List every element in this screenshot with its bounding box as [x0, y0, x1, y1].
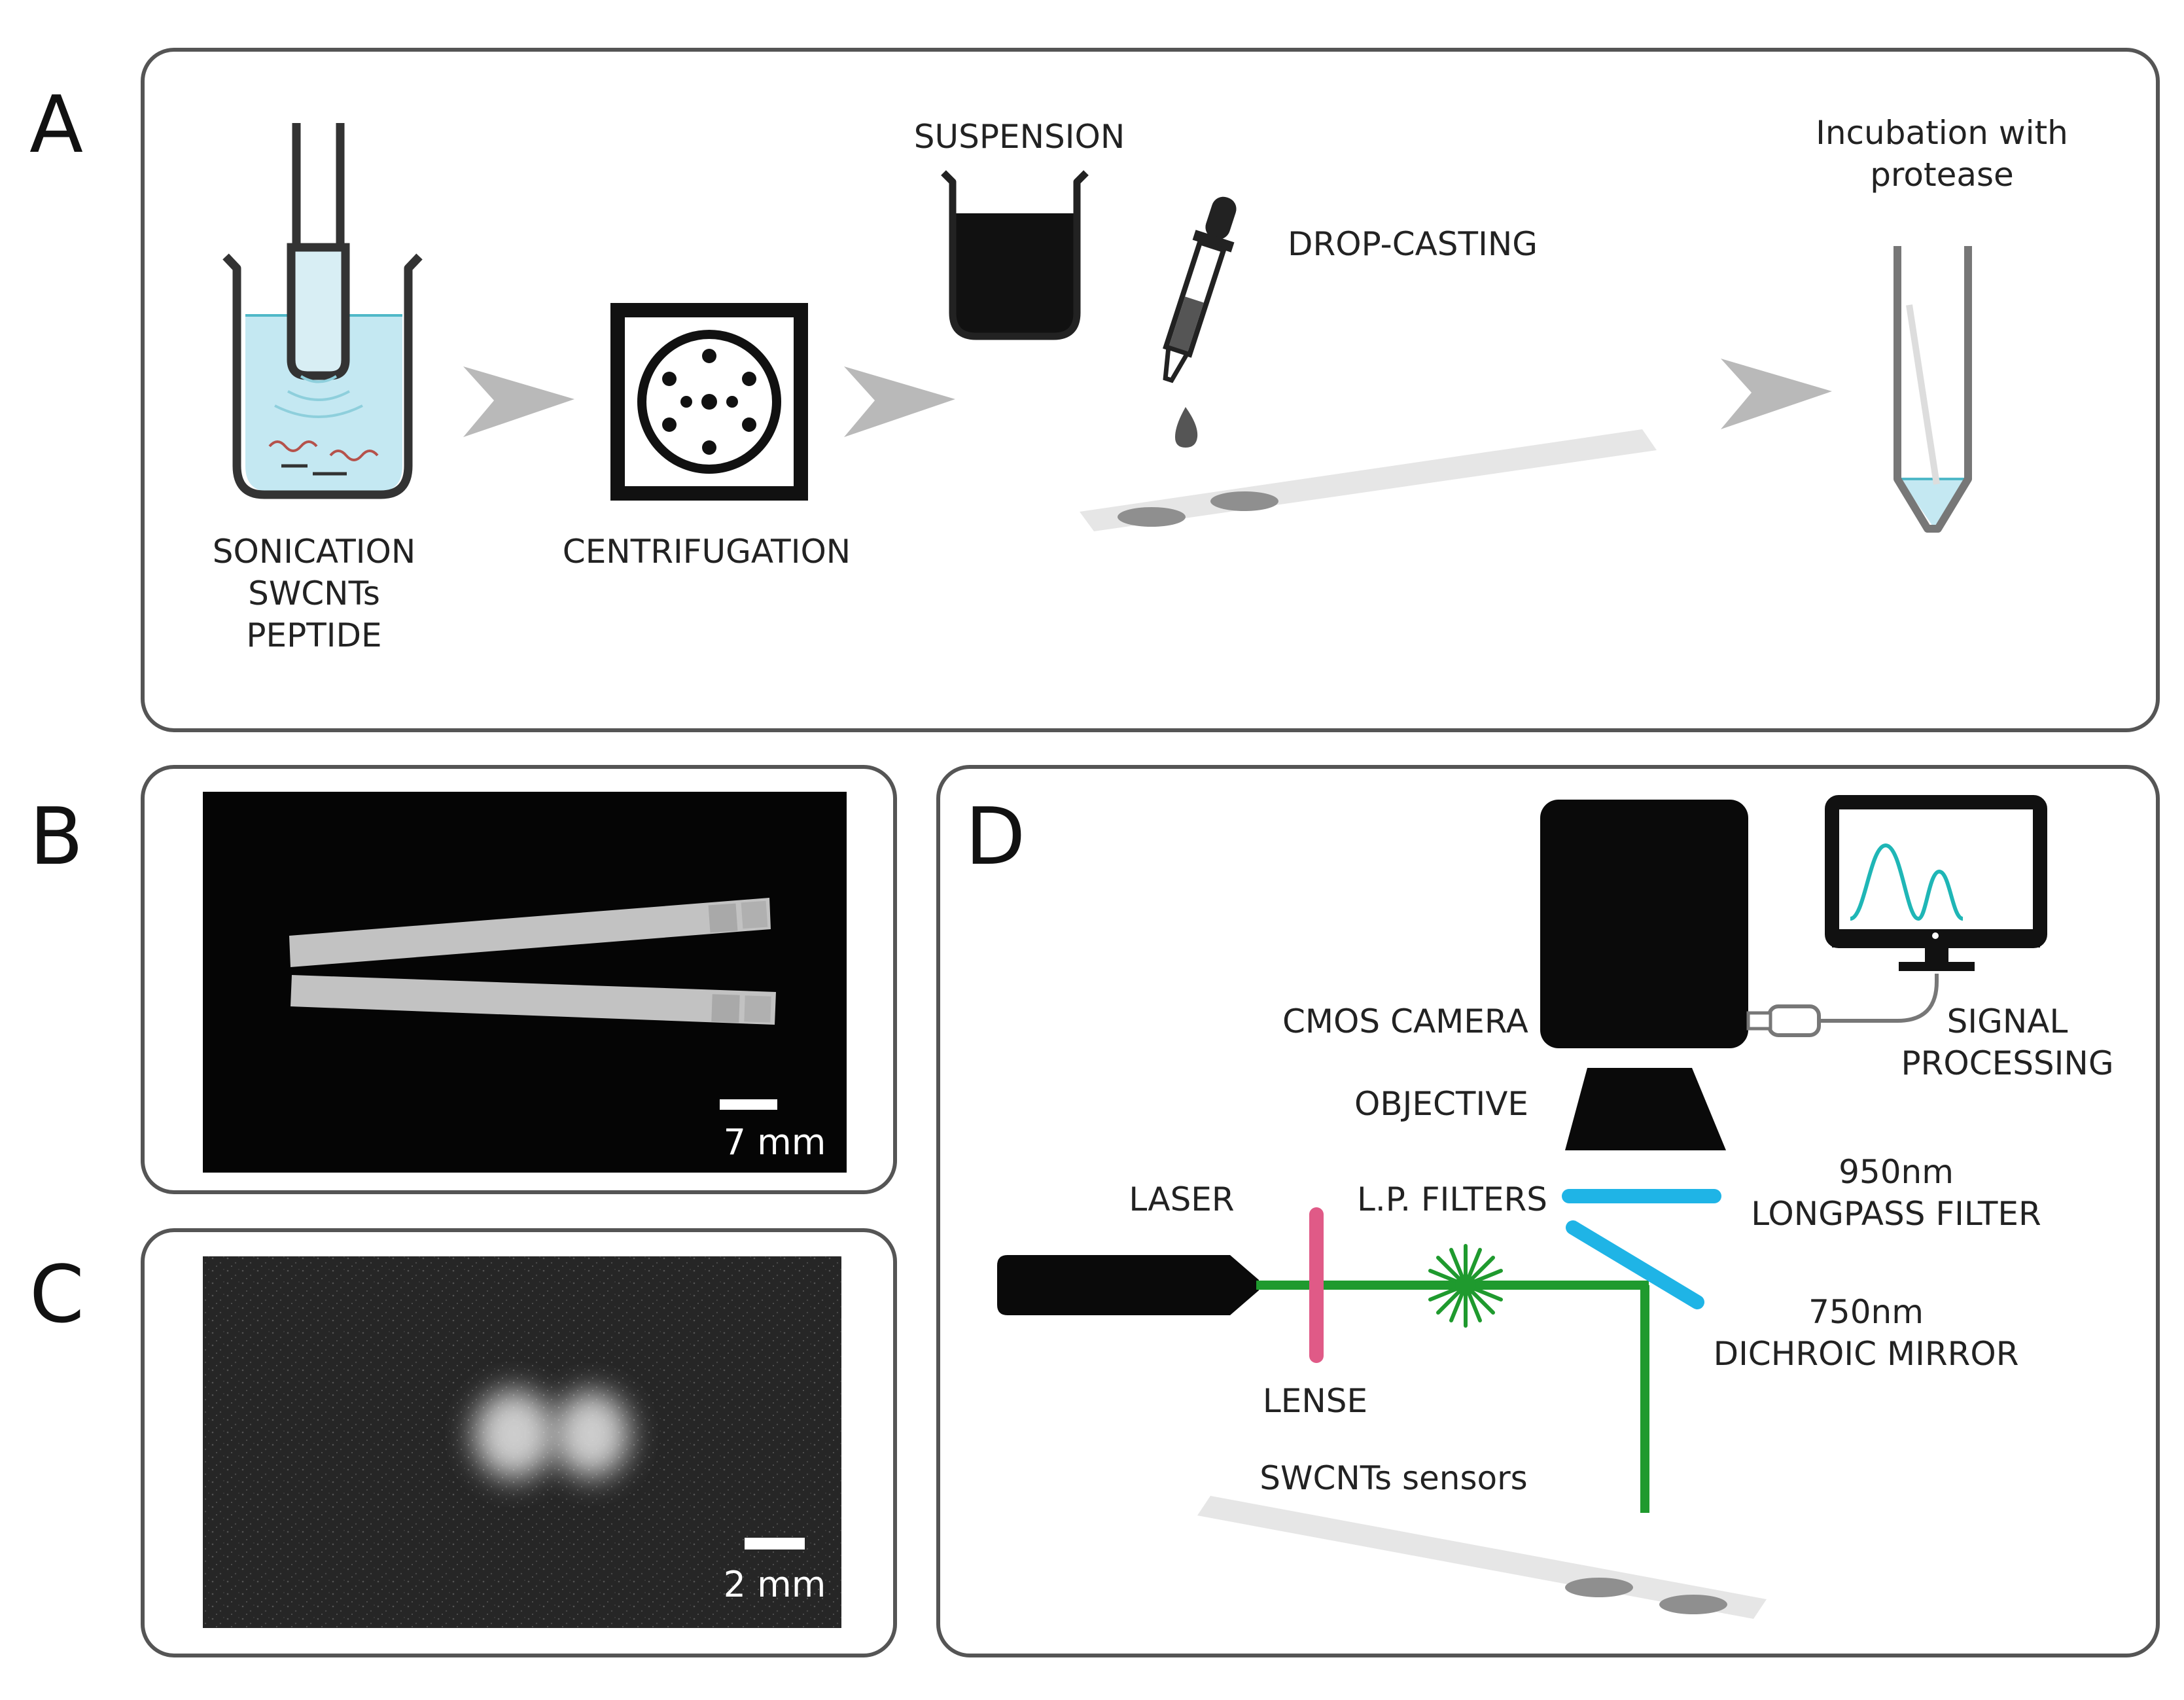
scale-label-c: 2 mm	[724, 1564, 826, 1605]
scale-bar-c	[745, 1538, 805, 1549]
panel-c-letter: C	[29, 1250, 84, 1341]
laser-label: LASER	[1129, 1180, 1234, 1218]
sonication-label-3: PEPTIDE	[246, 616, 381, 654]
incubation-label-1: Incubation with	[1816, 114, 2068, 152]
scale-bar-b	[720, 1099, 777, 1110]
panel-c: C 2 mm	[29, 1228, 897, 1657]
dichroic-label-1: 750nm	[1808, 1293, 1924, 1331]
sonication-beaker-icon	[222, 123, 423, 499]
usb-cable	[1819, 974, 1939, 1023]
panel-b: B 7 mm	[29, 765, 897, 1194]
sensors-label: SWCNTs sensors	[1259, 1459, 1527, 1497]
dropper-icon	[1163, 196, 1237, 448]
panel-d-frame	[936, 765, 2160, 1657]
longpass-label-1: 950nm	[1839, 1153, 1954, 1191]
objective-icon	[1565, 1068, 1726, 1150]
incubation-label-2: protease	[1870, 156, 2014, 194]
longpass-label-2: LONGPASS FILTER	[1751, 1195, 2041, 1233]
panel-d: D CMOS CAMERA OBJECTIVE SIGNAL PROCESSIN…	[936, 765, 2160, 1657]
cmos-camera-label: CMOS CAMERA	[1282, 1002, 1528, 1040]
signal-processing-label-2: PROCESSING	[1901, 1044, 2113, 1082]
sensor-strip-icon	[1197, 1496, 1767, 1619]
panel-a-frame	[141, 48, 2160, 732]
spectrum-curve	[1849, 843, 1964, 921]
centrifuge-icon	[610, 303, 808, 501]
fluorescence-spot-2	[554, 1391, 629, 1478]
tube-icon	[1893, 246, 1972, 533]
signal-processing-label-1: SIGNAL	[1947, 1002, 2068, 1040]
cmos-camera-icon	[1540, 800, 1748, 1048]
suspension-label: SUSPENSION	[914, 118, 1125, 156]
suspension-beaker-icon	[941, 170, 1089, 340]
sonication-label-1: SONICATION	[213, 533, 416, 571]
arrow-2-icon	[844, 366, 955, 437]
strip-photo-2	[291, 975, 776, 1025]
dichroic-mirror-icon	[1566, 1220, 1704, 1309]
panel-c-frame	[141, 1228, 897, 1657]
objective-label: OBJECTIVE	[1354, 1085, 1528, 1123]
lense-label: LENSE	[1263, 1382, 1367, 1420]
lp-filters-label: L.P. FILTERS	[1357, 1180, 1547, 1218]
strip-photo-1	[289, 898, 771, 967]
arrow-1-icon	[463, 366, 574, 437]
test-strip-icon	[1080, 429, 1657, 531]
dichroic-label-2: DICHROIC MIRROR	[1714, 1335, 2019, 1373]
panel-a: A SONICATION SWCNTs PEPTIDE	[29, 48, 2160, 732]
drop-casting-label: DROP-CASTING	[1288, 225, 1538, 263]
panel-b-letter: B	[29, 792, 83, 883]
fluorescence-spot-1	[474, 1390, 555, 1479]
arrow-3-icon	[1721, 359, 1832, 429]
monitor-icon	[1825, 795, 2047, 971]
sonication-label-2: SWCNTs	[248, 575, 380, 612]
panel-b-frame	[141, 765, 897, 1194]
usb-plug-icon	[1767, 1004, 1821, 1037]
laser-icon	[997, 1255, 1259, 1315]
panel-d-letter: D	[965, 792, 1025, 883]
scale-label-b: 7 mm	[724, 1122, 826, 1163]
centrifugation-label: CENTRIFUGATION	[563, 533, 851, 571]
panel-a-letter: A	[29, 80, 83, 171]
